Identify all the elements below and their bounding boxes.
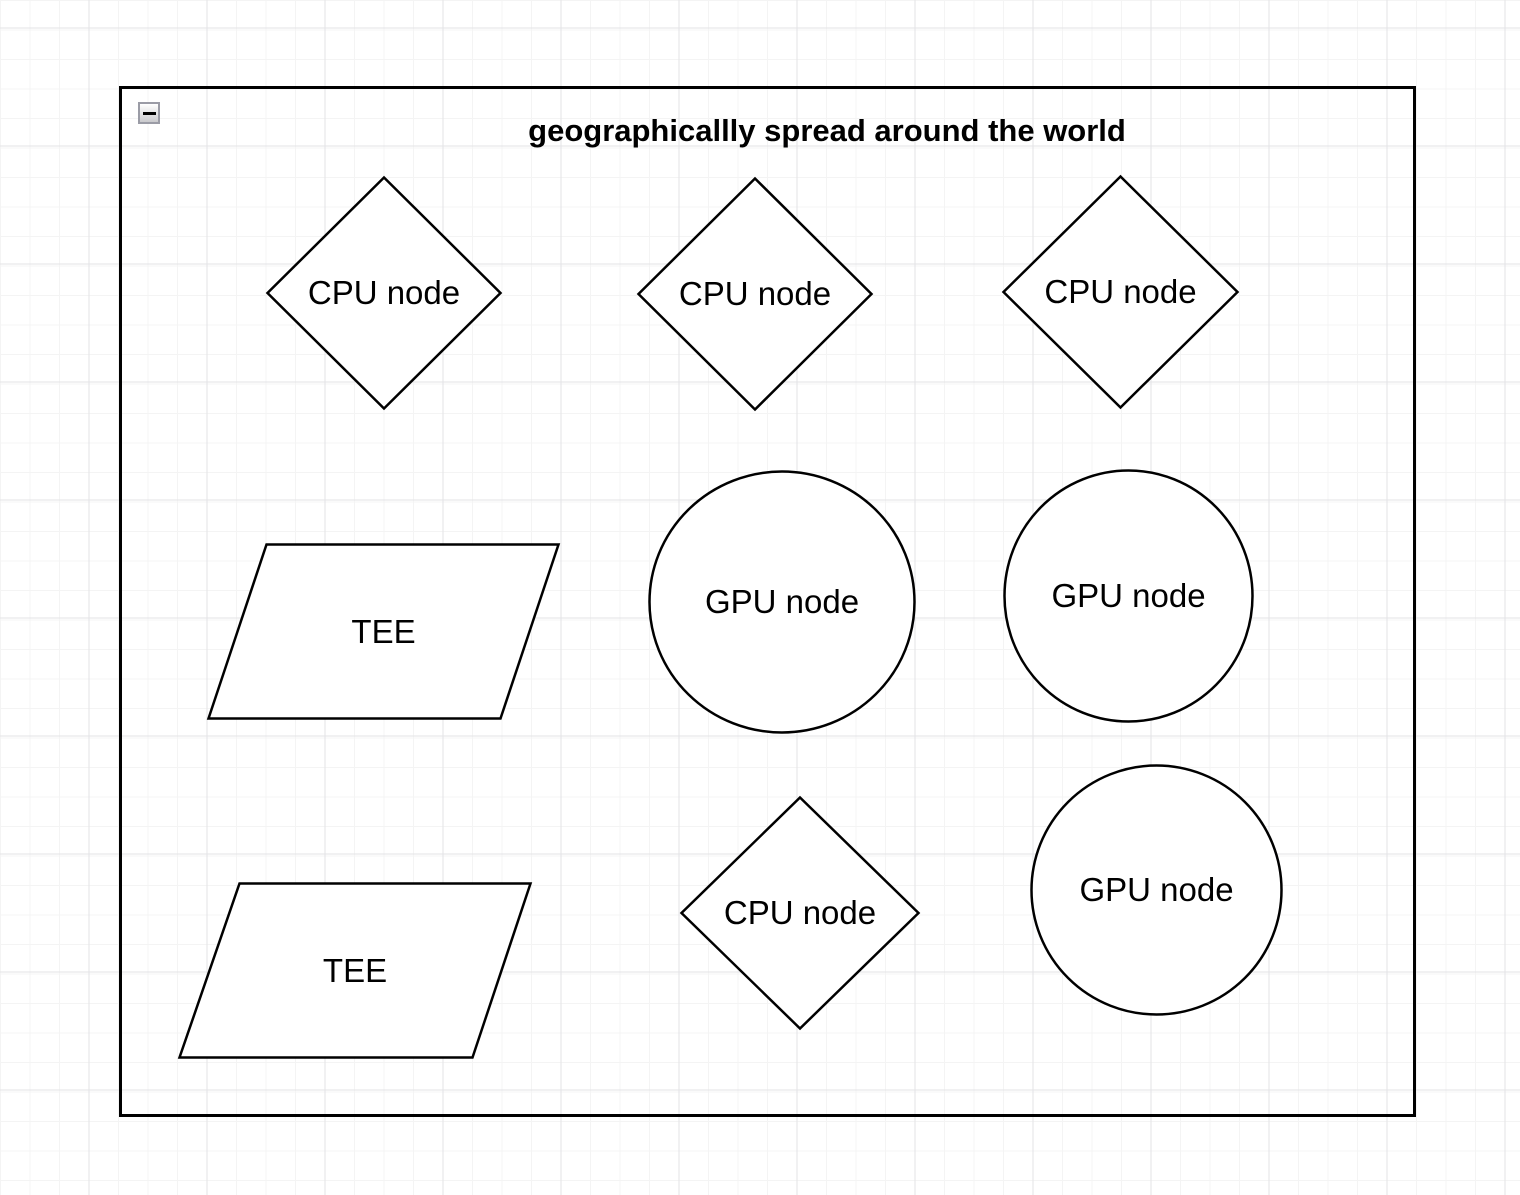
shape-label: GPU node [1079,871,1234,908]
collapse-button[interactable] [138,102,160,124]
shape-label: CPU node [1044,273,1197,310]
ellipse-outline [1030,764,1283,1016]
shape-label: TEE [322,951,388,989]
shape-tee-1[interactable]: TEE [206,543,561,720]
shape-label: CPU node [307,274,461,311]
shape-cpu-node-1[interactable]: CPU node [265,175,503,411]
shape-label: CPU node [723,894,877,931]
shape-cpu-node-3[interactable]: CPU node [1001,174,1240,410]
shape-gpu-node-1[interactable]: GPU node [648,470,916,734]
parallelogram-outline [206,543,561,720]
shape-gpu-node-2[interactable]: GPU node [1003,469,1254,723]
diamond-outline [679,795,921,1031]
diamond-outline [636,176,874,412]
parallelogram-outline [177,882,533,1059]
diamond-outline [1001,174,1240,410]
ellipse-outline [648,470,916,734]
group-title: geographicallly spread around the world [528,113,1126,148]
shape-label: GPU node [1051,577,1206,614]
minus-icon [142,111,156,115]
shape-label: TEE [351,612,416,650]
diamond-outline [265,175,503,411]
group-frame[interactable]: geographicallly spread around the world [119,86,1416,1117]
shape-label: CPU node [678,275,832,312]
shape-tee-2[interactable]: TEE [177,882,533,1059]
shape-cpu-node-2[interactable]: CPU node [636,176,874,412]
shape-gpu-node-3[interactable]: GPU node [1030,764,1283,1016]
ellipse-outline [1003,469,1254,723]
shape-cpu-node-4[interactable]: CPU node [679,795,921,1031]
shape-label: GPU node [704,583,860,620]
